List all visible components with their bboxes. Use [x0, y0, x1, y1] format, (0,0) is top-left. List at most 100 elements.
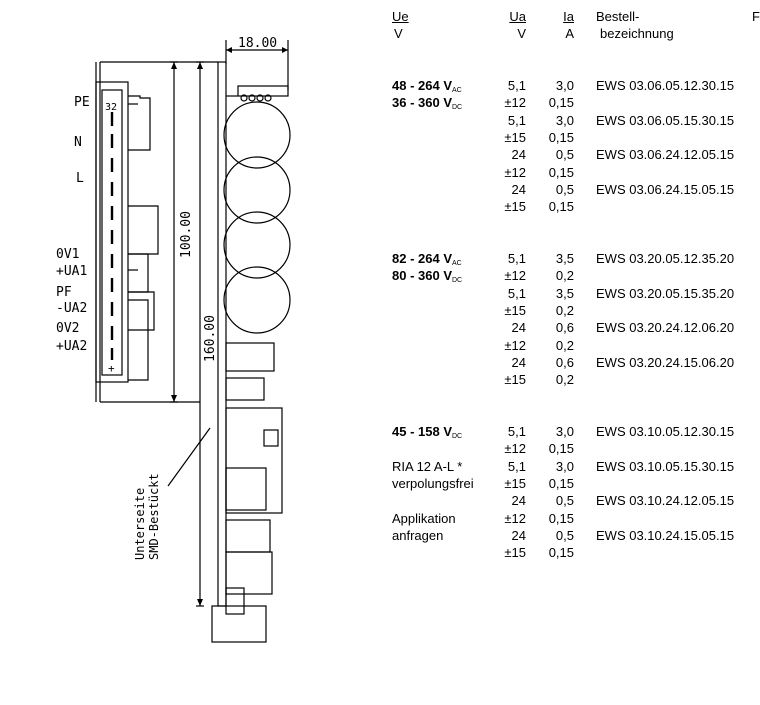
label-n: N	[74, 135, 82, 150]
cell-order: EWS 03.06.24.15.05.15	[596, 181, 735, 197]
group-note: verpolungsfrei	[392, 475, 474, 491]
group-note: Applikation	[392, 510, 456, 526]
header-order-line1: Bestell-	[596, 9, 640, 24]
cell-ia: 3,5	[555, 251, 574, 266]
cell-ua: ±15	[504, 475, 526, 491]
cell-ia: 3,0	[555, 112, 574, 128]
header-ue-unit: V	[394, 26, 403, 41]
cell-order: EWS 03.06.05.15.30.15	[596, 112, 735, 128]
label-pf: PF	[56, 285, 72, 300]
cell-ua: ±12	[504, 510, 526, 526]
input-range: 82 - 264 VAC	[392, 251, 462, 271]
input-range: 36 - 360 VDC	[392, 95, 462, 115]
cell-ia: 0,5	[555, 181, 574, 197]
input-range: 80 - 360 VDC	[392, 268, 462, 288]
header-ua: Ua	[509, 9, 526, 24]
header-ia-unit: A	[565, 26, 574, 41]
cell-ua: ±15	[504, 199, 526, 215]
label-0v1: 0V1	[56, 247, 80, 262]
cell-order: EWS 03.20.05.12.35.20	[596, 251, 735, 266]
label-ua1: +UA1	[56, 264, 88, 279]
cell-ia: 0,15	[548, 129, 574, 145]
label-ua2: +UA2	[56, 339, 88, 354]
capacitors	[223, 101, 291, 334]
cell-ia: 0,5	[555, 493, 574, 509]
group-note: anfragen	[392, 527, 444, 543]
cell-ia: 0,6	[555, 354, 574, 370]
cell-order: EWS 03.10.05.12.30.15	[596, 424, 735, 439]
cell-ua: ±15	[504, 129, 526, 145]
cell-ia: 3,5	[555, 285, 574, 301]
cell-ia: 0,15	[548, 95, 574, 111]
cell-ua: 5,1	[507, 458, 526, 474]
input-range-text: 45 - 158 V	[392, 424, 452, 439]
cell-ia: 0,15	[548, 510, 574, 526]
input-range: 45 - 158 VDC	[392, 424, 462, 444]
input-range-sub: AC	[452, 260, 462, 267]
cell-ia: 0,2	[555, 302, 574, 318]
connector-inner	[101, 89, 123, 376]
cell-ia: 0,6	[555, 320, 574, 336]
cell-ua: 24	[511, 147, 526, 163]
dim-width-label: 18.00	[238, 36, 277, 51]
dim-height-outer-label: 160.00	[203, 315, 218, 362]
cell-ua: 5,1	[507, 285, 526, 301]
cell-ia: 0,15	[548, 199, 574, 215]
cell-ua: 24	[511, 320, 526, 336]
header-extra: F	[752, 9, 760, 24]
header-order-line2: bezeichnung	[600, 26, 674, 41]
cell-ua: ±12	[504, 95, 526, 111]
cell-ua: ±12	[504, 268, 526, 284]
cell-ia: 0,15	[548, 545, 574, 561]
cell-ua: ±12	[504, 337, 526, 353]
cell-order: EWS 03.20.24.12.06.20	[596, 320, 735, 336]
smd-note-line2: SMD-Bestückt	[147, 473, 161, 560]
cell-order: EWS 03.10.24.15.05.15	[596, 527, 735, 543]
cell-ua: 24	[511, 527, 526, 543]
cell-ua: 5,1	[507, 112, 526, 128]
cell-ia: 0,5	[555, 527, 574, 543]
pin-top-label: 32	[105, 102, 117, 113]
cell-ua: ±12	[504, 164, 526, 180]
cell-ia: 0,5	[555, 147, 574, 163]
cell-order: EWS 03.06.05.12.30.15	[596, 78, 735, 93]
cell-ia: 0,15	[548, 475, 574, 491]
input-range-sub: DC	[452, 104, 463, 112]
label-pe: PE	[74, 95, 90, 110]
cell-ua: 24	[511, 493, 526, 509]
input-range-sub: DC	[452, 277, 463, 285]
smd-note-line1: Unterseite	[133, 488, 147, 560]
header-ia: Ia	[563, 9, 574, 24]
input-range-text: 82 - 264 V	[392, 251, 452, 266]
cell-order: EWS 03.20.24.15.06.20	[596, 354, 735, 370]
cell-order: EWS 03.10.05.15.30.15	[596, 458, 735, 474]
input-range-text: 36 - 360 V	[392, 95, 452, 111]
cell-ia: 0,15	[548, 164, 574, 180]
cell-ua: ±15	[504, 545, 526, 561]
input-range-text: 48 - 264 V	[392, 78, 452, 93]
header-ue: Ue	[392, 9, 409, 24]
label-0v2: 0V2	[56, 321, 80, 336]
pin-bottom-label: +	[108, 362, 115, 375]
cell-ia: 3,0	[555, 78, 574, 93]
input-range-sub: DC	[452, 433, 463, 440]
cell-ua: 24	[511, 181, 526, 197]
header-ua-unit: V	[517, 26, 526, 41]
cell-ia: 0,2	[555, 372, 574, 388]
cell-ia: 3,0	[555, 424, 574, 439]
cell-ia: 0,15	[548, 441, 574, 457]
cell-ua: ±15	[504, 372, 526, 388]
cell-ua: 5,1	[507, 251, 526, 266]
technical-drawing: 18.00 32 + 100.00 160.00 Unterseite SMD-…	[95, 36, 291, 643]
label-l: L	[76, 171, 84, 186]
cell-ua: 24	[511, 354, 526, 370]
cell-ia: 0,2	[555, 337, 574, 353]
cell-ia: 3,0	[555, 458, 574, 474]
cell-ua: ±12	[504, 441, 526, 457]
cell-ia: 0,2	[555, 268, 574, 284]
cell-ua: ±15	[504, 302, 526, 318]
cell-ua: 5,1	[507, 424, 526, 439]
cell-order: EWS 03.20.05.15.35.20	[596, 285, 735, 301]
cell-ua: 5,1	[507, 78, 526, 93]
cell-order: EWS 03.10.24.12.05.15	[596, 493, 735, 509]
